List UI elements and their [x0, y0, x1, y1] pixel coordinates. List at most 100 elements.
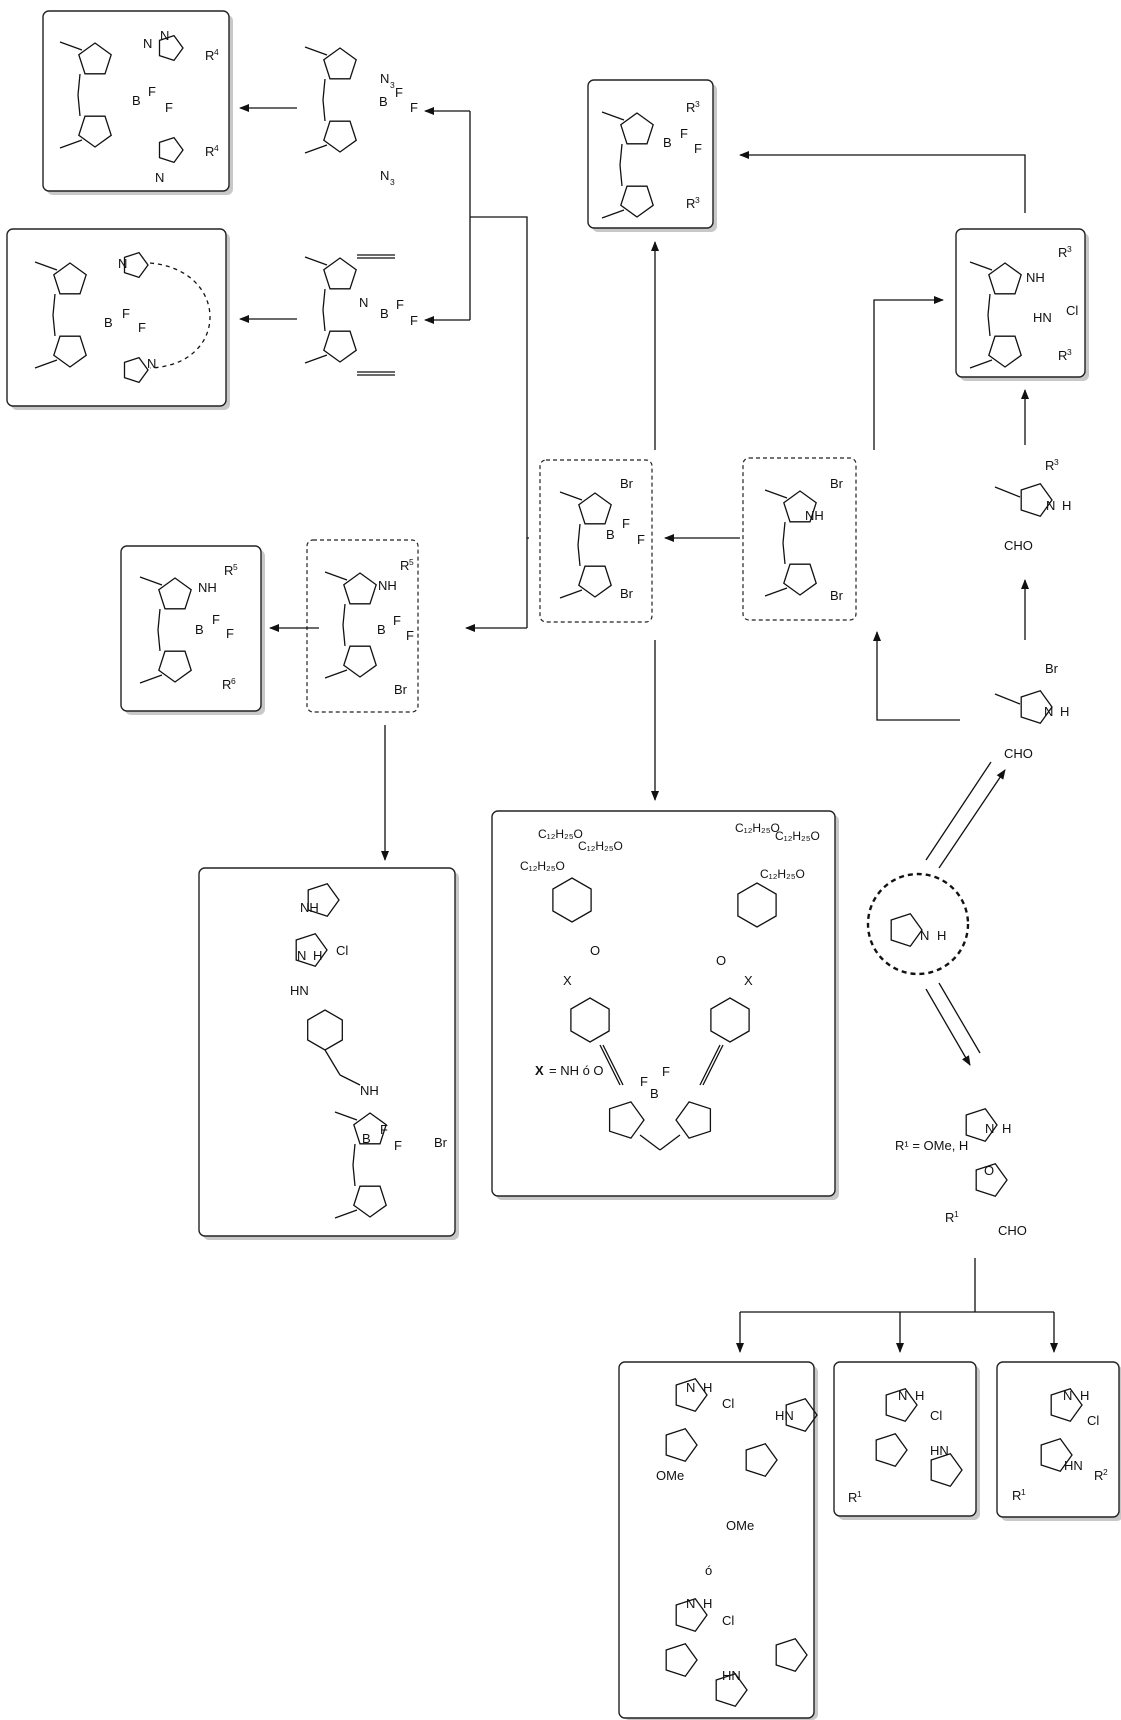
label-c12-1: C₁₂H₂₅O [538, 827, 583, 841]
macro-ome-bottom [34, 359, 58, 369]
label-r6-product: R [222, 677, 231, 692]
alkyne-ome-bottom [304, 354, 328, 364]
dibromo-dipyrrin-pyrrole-bottom [783, 563, 817, 596]
r3-bodipy-ome-top [601, 111, 625, 121]
pyrrole-circle [890, 913, 923, 947]
label-r3-aldehyde: R [1045, 458, 1054, 473]
macro-pyrrole-bottom [53, 335, 87, 368]
benzene-left [570, 997, 610, 1043]
label-b-bodipy: B [606, 527, 615, 542]
label-cho-aldehyde: CHO [1004, 538, 1033, 553]
alkyne-meso2 [322, 309, 326, 332]
label-macro-n2: N [147, 356, 156, 371]
label-nh-dipyrrin: NH [805, 508, 824, 523]
r3-bodipy-pyrrole-bottom [620, 185, 654, 218]
label-r1-pmethyl-sup: 1 [857, 1489, 862, 1499]
box-r3-dipyrrin-salt [955, 228, 1086, 378]
label-r3-aldehyde-sup: 3 [1054, 457, 1059, 467]
macro-triazole-top [123, 251, 149, 279]
conj-pyrrole-1 [307, 883, 340, 917]
dibromo-bodipy-ome-top [559, 491, 583, 501]
conj-bodipy-pyrrole-top [353, 1112, 387, 1145]
pfuran-pyrrole [675, 1598, 708, 1632]
label-f1-azide: F [395, 85, 403, 100]
label-r3-bottom-salt-sup: 3 [1067, 347, 1072, 357]
box-amine-product [120, 545, 262, 712]
pmethyl-pyrrole [885, 1388, 918, 1422]
label-b-macro: B [104, 315, 113, 330]
benzene-left-top [552, 877, 592, 923]
azide-meso2 [322, 99, 326, 122]
label-b-inter: B [377, 622, 386, 637]
macrocycle-linker [149, 262, 211, 369]
triazole-prod-pyrrole-bottom [78, 115, 112, 148]
alkyne-left-2 [602, 1044, 624, 1086]
label-x-note: = NH ó O [549, 1063, 604, 1078]
amine-inter-ome-top [324, 571, 348, 581]
alkynyl-pyrrole-left [608, 1101, 645, 1139]
dibromo-dipyrrin-meso [782, 521, 786, 544]
label-r5-inter-sup: 5 [409, 557, 414, 567]
label-n-alkyne: N [359, 295, 368, 310]
label-h-pfuran: H [703, 1596, 712, 1611]
label-f2-azide: F [410, 100, 418, 115]
label-b-azide: B [379, 94, 388, 109]
pome-furan [665, 1428, 698, 1462]
label-r5-product: R [224, 563, 233, 578]
label-b-alkyne: B [380, 306, 389, 321]
label-br-top-bodipy: Br [620, 476, 634, 491]
triazole-prod-ome-bottom [59, 139, 83, 149]
amine-prod-pyrrole-bottom [158, 650, 192, 683]
triazole-prod-meso [77, 73, 81, 96]
label-b-alkynyl: B [650, 1086, 659, 1101]
label-triazole-top: N [143, 36, 152, 51]
r3-salt-pyrrole-top [988, 262, 1022, 295]
label-nh-pamine: N [1063, 1388, 1072, 1403]
amine-inter-pyrrole-bottom [343, 645, 377, 678]
label-r5-inter: R [400, 558, 409, 573]
conj-bodipy-ome-bottom [334, 1209, 358, 1219]
labels: N N R 4 B F F R 4 N N 3 B F F N 3 N B F … [104, 28, 1108, 1683]
box-conjugate [198, 867, 456, 1237]
label-hn-pome: HN [775, 1408, 794, 1423]
box-r3-bodipy [587, 79, 714, 229]
r3-bodipy-ome-bottom [601, 209, 625, 219]
label-n-bipyrrole: N [985, 1121, 994, 1136]
macro-meso2 [52, 314, 56, 337]
label-r1-pamine-sup: 1 [1021, 1487, 1026, 1497]
label-b-triazole: B [132, 93, 141, 108]
label-f2-bodipy: F [637, 532, 645, 547]
label-n3-top: N [380, 71, 389, 86]
label-o-sep: ó [705, 1563, 712, 1578]
alkyne-right-2 [702, 1044, 724, 1086]
meso-alk [639, 1134, 661, 1151]
label-cl-pamine: Cl [1087, 1413, 1099, 1428]
azide-ome-top [304, 46, 328, 56]
bipyrrole-pyrrole [965, 1108, 998, 1142]
label-cl-conj: Cl [336, 943, 348, 958]
label-r2-pamine-sup: 2 [1103, 1467, 1108, 1477]
conj-bodipy-meso2 [352, 1164, 356, 1187]
box-dibromo-bodipy [539, 459, 653, 623]
azide-pyrrole-top [323, 47, 357, 80]
label-f1-macro: F [122, 306, 130, 321]
furan-ring [975, 1163, 1008, 1197]
benzene-right-top [737, 882, 777, 928]
pome-furan-2 [745, 1443, 778, 1477]
label-r2-pamine: R [1094, 1468, 1103, 1483]
macro-ome-top [34, 261, 58, 271]
arrow-salt-to-r3-bodipy [739, 151, 1026, 213]
azide-ome-bottom [304, 144, 328, 154]
label-f1-bodipy: F [622, 516, 630, 531]
amine-prod-pyrrole-top [158, 577, 192, 610]
macro-triazole-bottom [123, 356, 149, 384]
label-r4-bottom-sup: 4 [214, 143, 219, 153]
box-amine-intermediate [306, 539, 419, 713]
label-n3-bottom-sub: 3 [390, 177, 395, 187]
label-h-conj: H [313, 948, 322, 963]
label-triazole-top-2: N [160, 28, 169, 43]
label-f2-conj: F [394, 1138, 402, 1153]
conj-pyrrole-2 [295, 933, 328, 967]
label-hn-salt: HN [1033, 310, 1052, 325]
arrows [239, 104, 1058, 1353]
